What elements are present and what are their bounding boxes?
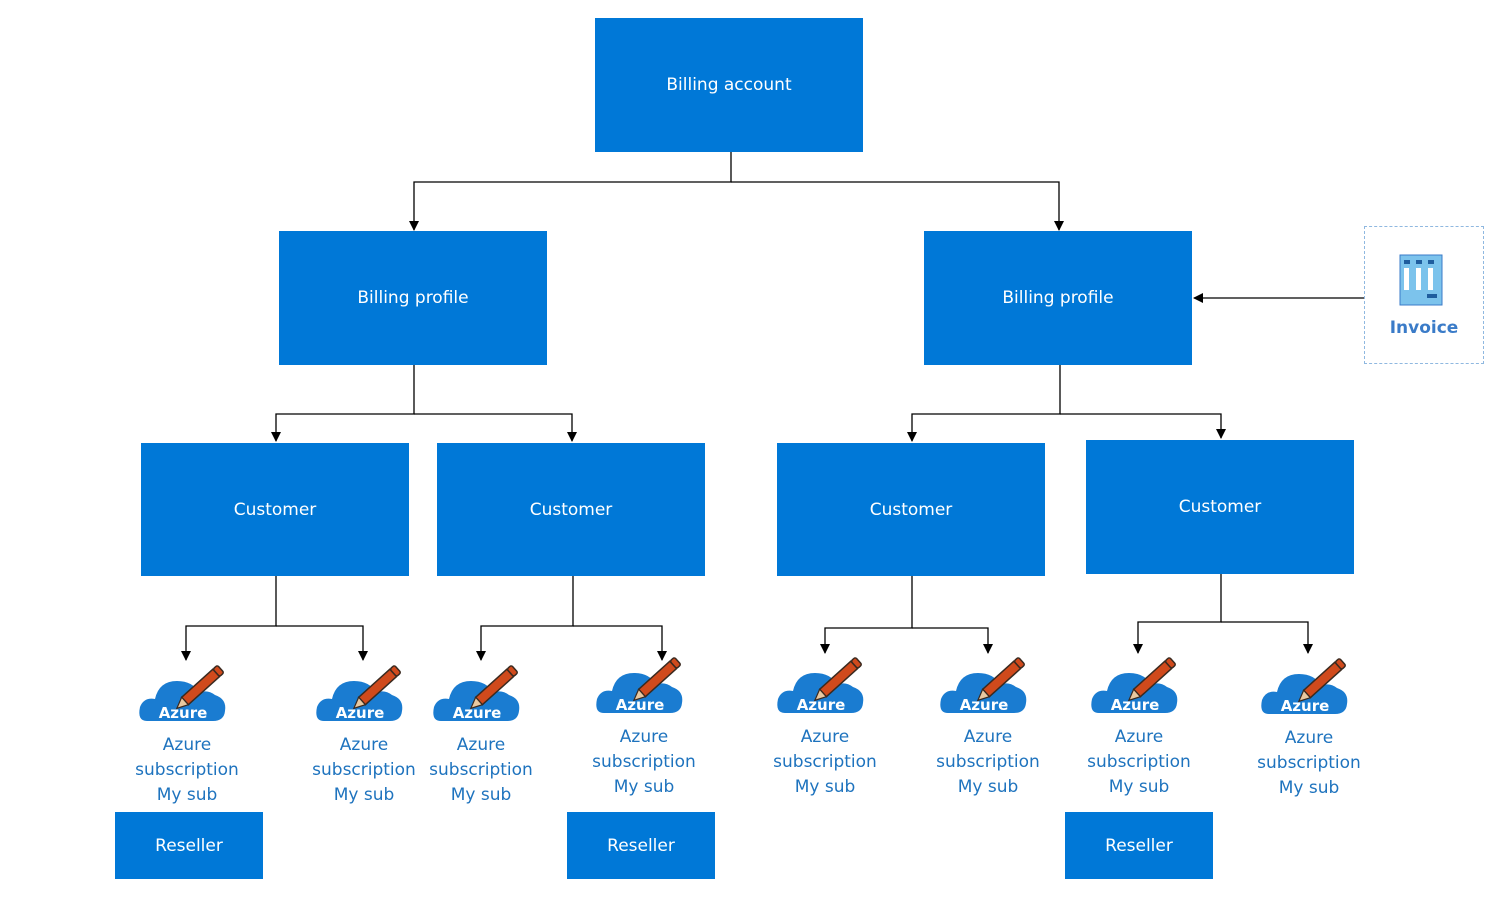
subscription-2-line3: My sub xyxy=(333,785,395,805)
customer-4-box: Customer xyxy=(1086,440,1354,574)
subscription-6-line2: subscription xyxy=(936,752,1040,772)
azure-subscription-icon: Azure xyxy=(316,665,403,722)
customer-1-label: Customer xyxy=(233,499,317,520)
reseller-2-box: Reseller xyxy=(567,812,715,879)
subscription-1: Azure Azure subscription My sub xyxy=(117,655,257,808)
subscription-6-line1: Azure xyxy=(963,727,1013,747)
subscription-7-line1: Azure xyxy=(1114,727,1164,747)
customer-3-box: Customer xyxy=(777,443,1045,576)
customer-4-label: Customer xyxy=(1178,497,1262,517)
subscription-3-line2: subscription xyxy=(429,760,533,780)
invoice-label: Invoice xyxy=(1389,318,1459,338)
billing-profile-right-box: Billing profile xyxy=(924,231,1192,365)
subscription-7-line2: subscription xyxy=(1087,752,1191,772)
subscription-2: Azure Azure subscription My sub xyxy=(294,655,434,808)
reseller-2-label: Reseller xyxy=(607,835,675,856)
azure-subscription-icon: Azure xyxy=(1091,657,1178,714)
subscription-4-line3: My sub xyxy=(613,777,675,797)
subscription-7-line3: My sub xyxy=(1108,777,1170,797)
azure-subscription-icon: Azure xyxy=(940,657,1027,714)
subscription-2-line1: Azure xyxy=(339,735,389,755)
subscription-1-line3: My sub xyxy=(156,785,218,805)
invoice-card: Invoice xyxy=(1364,226,1484,364)
azure-subscription-icon: Azure xyxy=(777,657,864,714)
azure-subscription-icon: Azure xyxy=(1261,658,1348,715)
subscription-3: Azure Azure subscription My sub xyxy=(411,655,551,808)
subscription-8-line2: subscription xyxy=(1257,753,1361,773)
azure-icon-text: Azure xyxy=(960,696,1009,714)
subscription-3-line1: Azure xyxy=(456,735,506,755)
subscription-8: Azure Azure subscription My sub xyxy=(1239,648,1379,801)
subscription-1-line2: subscription xyxy=(135,760,239,780)
reseller-1-label: Reseller xyxy=(155,835,223,856)
azure-subscription-icon: Azure xyxy=(596,657,683,714)
billing-profile-right-label: Billing profile xyxy=(1002,288,1114,308)
subscription-3-line3: My sub xyxy=(450,785,512,805)
billing-account-label: Billing account xyxy=(666,75,792,95)
subscription-5-line2: subscription xyxy=(773,752,877,772)
azure-subscription-icon: Azure xyxy=(433,665,520,722)
azure-icon-text: Azure xyxy=(797,696,846,714)
subscription-5-line3: My sub xyxy=(794,777,856,797)
subscription-5-line1: Azure xyxy=(800,727,850,747)
billing-profile-left-box: Billing profile xyxy=(279,231,547,365)
azure-icon-text: Azure xyxy=(1111,696,1160,714)
subscription-7: Azure Azure subscription My sub xyxy=(1069,647,1209,800)
customer-2-box: Customer xyxy=(437,443,705,576)
azure-icon-text: Azure xyxy=(616,696,665,714)
billing-account-box: Billing account xyxy=(595,18,863,152)
reseller-3-box: Reseller xyxy=(1065,812,1213,879)
azure-subscription-icon: Azure xyxy=(139,665,226,722)
azure-icon-text: Azure xyxy=(159,704,208,722)
customer-1-box: Customer xyxy=(141,443,409,576)
reseller-3-label: Reseller xyxy=(1105,835,1173,856)
subscription-4-line2: subscription xyxy=(592,752,696,772)
subscription-1-line1: Azure xyxy=(162,735,212,755)
billing-profile-left-label: Billing profile xyxy=(357,288,469,308)
subscription-6: Azure Azure subscription My sub xyxy=(918,647,1058,800)
subscription-4-line1: Azure xyxy=(619,727,669,747)
customer-2-label: Customer xyxy=(529,499,613,520)
subscription-8-line3: My sub xyxy=(1278,778,1340,798)
customer-3-label: Customer xyxy=(869,499,953,520)
reseller-1-box: Reseller xyxy=(115,812,263,879)
subscription-8-line1: Azure xyxy=(1284,728,1334,748)
azure-icon-text: Azure xyxy=(453,704,502,722)
subscription-2-line2: subscription xyxy=(312,760,416,780)
invoice-icon xyxy=(1399,254,1443,306)
subscription-4: Azure Azure subscription My sub xyxy=(574,647,714,800)
subscription-5: Azure Azure subscription My sub xyxy=(755,647,895,800)
azure-icon-text: Azure xyxy=(336,704,385,722)
azure-icon-text: Azure xyxy=(1281,697,1330,715)
subscription-6-line3: My sub xyxy=(957,777,1019,797)
